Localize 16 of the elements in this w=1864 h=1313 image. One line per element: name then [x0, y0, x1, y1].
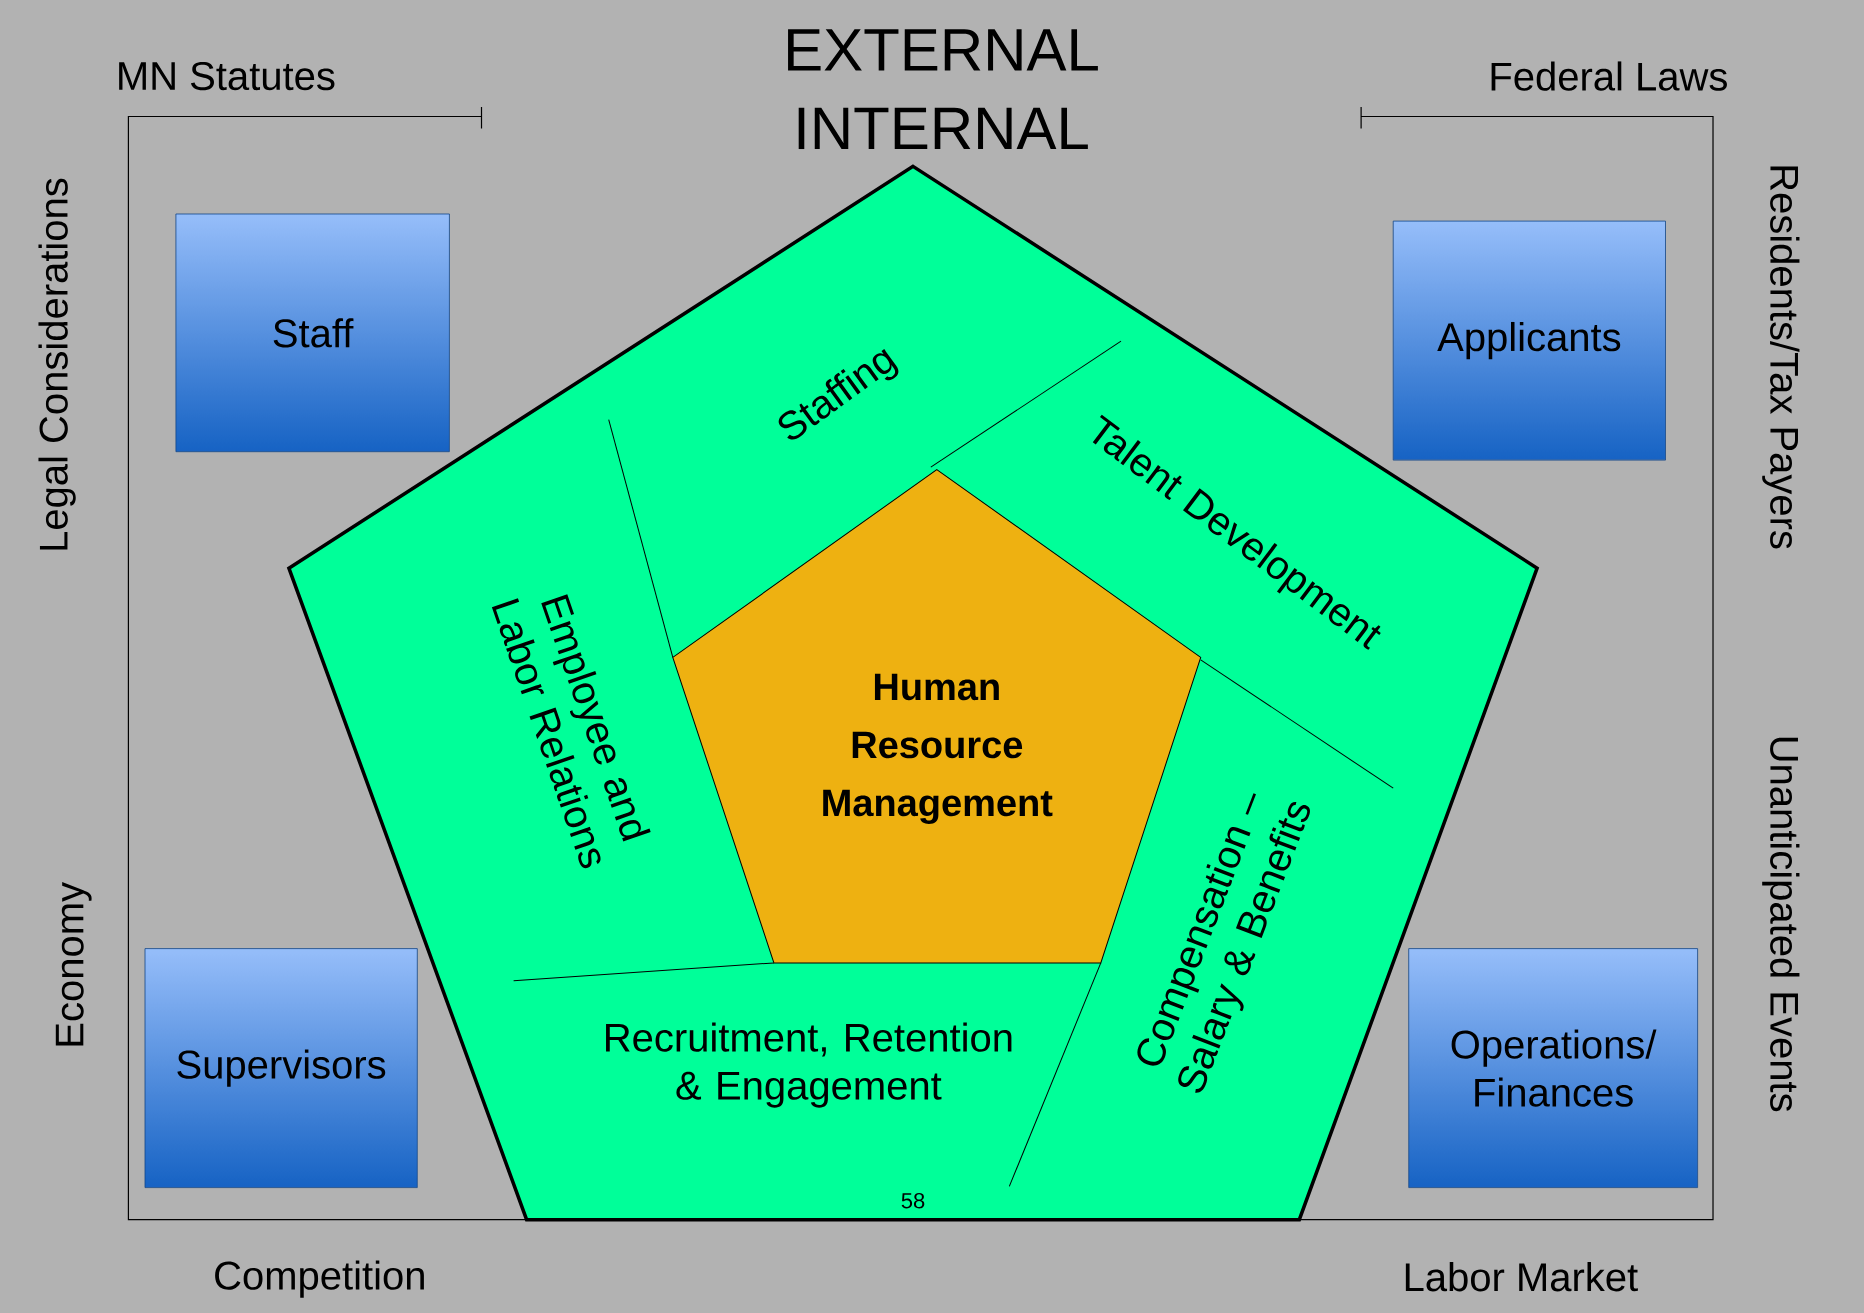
square-box: Operations/ Finances [1408, 948, 1698, 1188]
square-box: Applicants [1392, 220, 1666, 461]
square-box: Supervisors [144, 948, 418, 1188]
page-number: 58 [901, 1192, 925, 1209]
outer-label: Economy [55, 882, 92, 1046]
heading: INTERNAL [798, 107, 1088, 150]
segment-label: Recruitment, Retention & Engagement [606, 1022, 1012, 1108]
outer-label: Labor Market [1405, 1262, 1638, 1292]
heading: EXTERNAL [788, 29, 1098, 71]
outer-label: MN Statutes [119, 61, 335, 91]
outer-label: Legal Considerations [38, 178, 76, 550]
outer-label: Unanticipated Events [1762, 737, 1800, 1112]
outer-label: Competition [215, 1260, 424, 1298]
outer-label: Federal Laws [1491, 61, 1727, 91]
outer-label: Residents/Tax Payers [1762, 166, 1800, 549]
square-box: Staff [175, 213, 450, 453]
